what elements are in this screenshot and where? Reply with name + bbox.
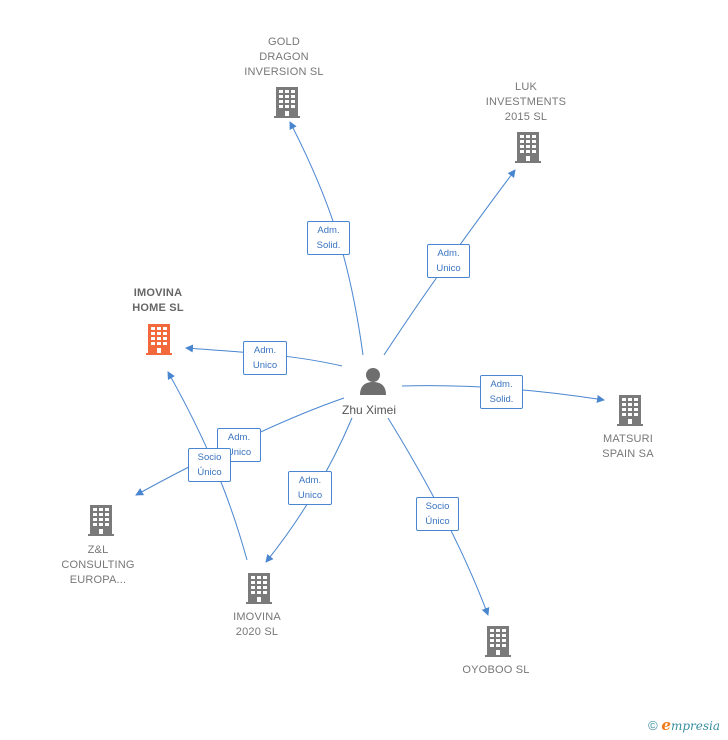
- company-label-matsuri[interactable]: MATSURI SPAIN SA: [602, 433, 654, 460]
- role-line: Unico: [252, 360, 278, 371]
- role-box-luk: Adm. Unico: [427, 244, 470, 278]
- role-line: Solid.: [316, 240, 341, 251]
- person-name[interactable]: Zhu Ximei: [342, 403, 397, 417]
- copyright-footer: © empresia: [648, 716, 720, 734]
- person-icon[interactable]: [360, 368, 386, 395]
- role-line: Adm.: [227, 432, 251, 443]
- role-line: Unico: [436, 263, 461, 274]
- company-label-gold-dragon[interactable]: GOLD DRAGON INVERSION SL: [244, 36, 324, 78]
- role-line: Unico: [297, 490, 323, 501]
- company-label-luk[interactable]: LUK INVESTMENTS 2015 SL: [485, 81, 567, 123]
- company-label-imovina-2020[interactable]: IMOVINA 2020 SL: [233, 611, 281, 638]
- role-box-gold-dragon: Adm. Solid.: [307, 221, 350, 255]
- role-line: Solid.: [489, 394, 514, 405]
- role-box-imovina-home: Adm. Unico: [243, 341, 287, 375]
- brand-first-letter: e: [661, 716, 671, 734]
- building-icon-imovina-home[interactable]: [146, 324, 172, 355]
- brand-rest: mpresia: [670, 719, 720, 733]
- role-line: Adm.: [317, 225, 340, 236]
- role-box-imovina-2020: Adm. Unico: [288, 471, 332, 505]
- role-line: Adm.: [253, 345, 277, 356]
- role-line: Socio: [425, 501, 450, 512]
- role-line: Adm.: [437, 248, 460, 259]
- building-icon-zl[interactable]: [88, 505, 114, 536]
- role-box-matsuri: Adm. Solid.: [480, 375, 523, 409]
- copyright-icon: ©: [648, 718, 658, 733]
- building-icon-imovina-2020[interactable]: [246, 573, 272, 604]
- company-label-zl[interactable]: Z&L CONSULTING EUROPA...: [61, 544, 135, 586]
- building-icon-matsuri[interactable]: [617, 395, 643, 426]
- role-line: Unico: [226, 447, 252, 458]
- company-label-oyoboo[interactable]: OYOBOO SL: [462, 664, 530, 676]
- building-icon-gold-dragon[interactable]: [274, 87, 300, 118]
- empresia-logo[interactable]: empresia: [661, 716, 720, 734]
- role-line: Adm.: [298, 475, 322, 486]
- building-icon-luk[interactable]: [515, 132, 541, 163]
- company-label-imovina-home[interactable]: IMOVINA HOME SL: [132, 287, 184, 314]
- role-line: Único: [425, 516, 450, 527]
- role-line: Único: [197, 467, 222, 478]
- role-line: Adm.: [490, 379, 513, 390]
- role-line: Socio: [197, 452, 222, 463]
- building-icon-oyoboo[interactable]: [485, 626, 511, 657]
